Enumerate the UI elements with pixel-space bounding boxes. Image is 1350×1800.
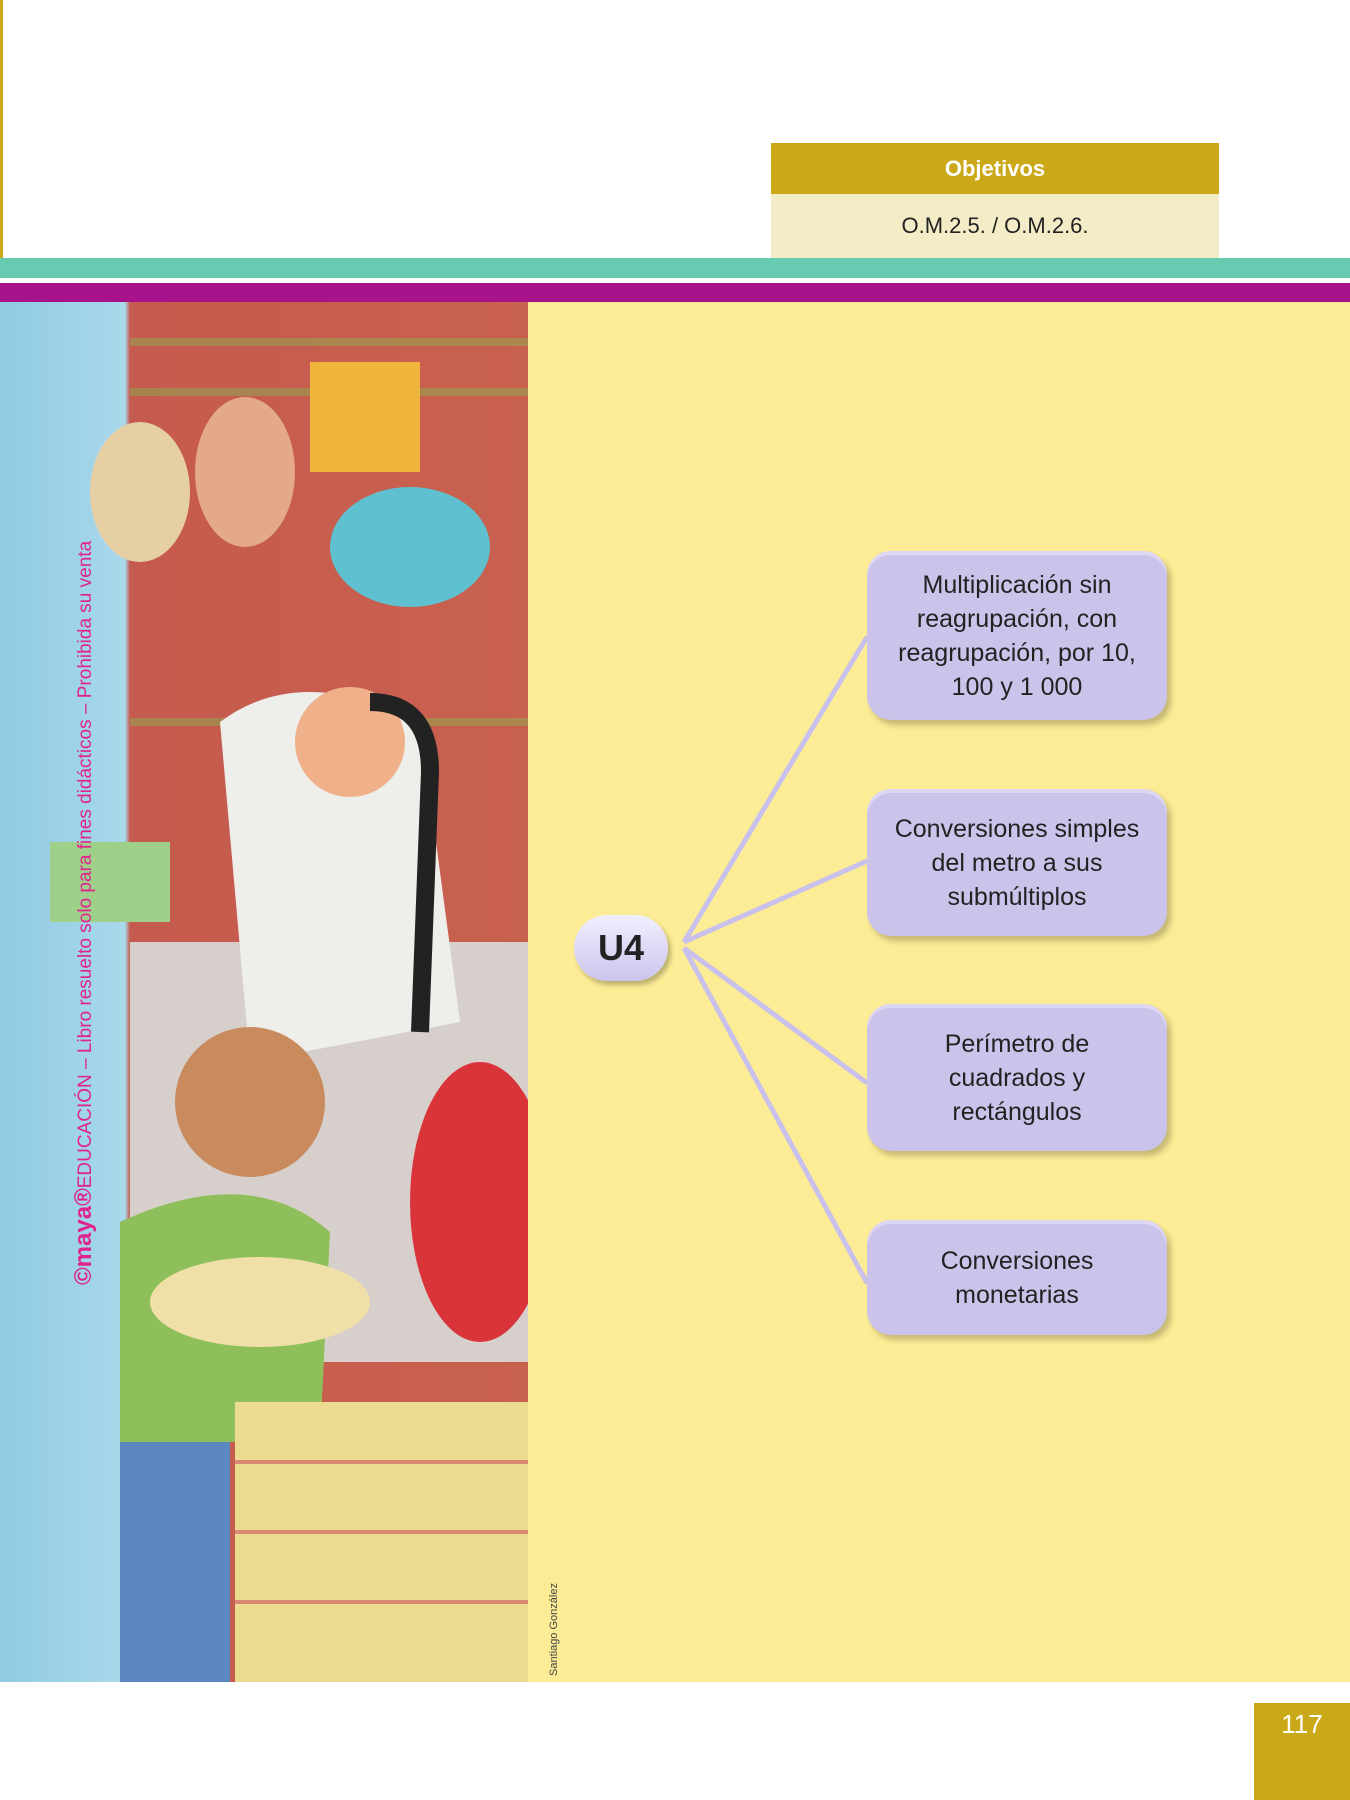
illustrator-credit: Santiago González [548,1583,560,1676]
magenta-band [0,283,1350,302]
copyright-watermark: ©maya®EDUCACIÓN – Libro resuelto solo pa… [70,505,98,1285]
boy-figure [175,1027,325,1177]
teal-band [0,258,1350,278]
guitar-icon [90,422,190,562]
illustration-shapes [50,338,528,1682]
panflute-icon [310,362,420,472]
woman-figure [220,692,460,1062]
drum-icon [330,487,490,607]
objectives-codes: O.M.2.5. / O.M.2.6. [771,194,1219,258]
page-border-line [0,0,3,265]
guitar-icon [195,397,295,547]
concept-map-connectors [681,635,870,1285]
topic-box-money-conversion: Conversiones monetarias [867,1220,1167,1335]
objectives-header: Objetivos [771,143,1219,194]
topic-box-metric-conversion: Conversiones simples del metro a sus sub… [867,789,1167,936]
connector-line [682,858,869,945]
unit-badge: U4 [574,915,668,981]
shelf [50,842,170,922]
connector-line [681,635,870,944]
illustration-market-scene [0,302,528,1682]
connector-line [681,946,870,1285]
topic-box-multiplication: Multiplicación sin reagrupación, con rea… [867,551,1167,720]
topic-box-perimeter: Perímetro de cuadrados y rectángulos [867,1004,1167,1151]
guitar-icon [150,1257,370,1347]
connector-line [682,945,869,1086]
concept-map-area [528,302,1350,1682]
watermark-text: EDUCACIÓN – Libro resuelto solo para fin… [75,540,96,1189]
brand-logo: ©maya® [70,1188,97,1285]
page-number: 117 [1254,1703,1350,1800]
basket [235,1402,528,1682]
parrot-icon [410,1062,528,1342]
